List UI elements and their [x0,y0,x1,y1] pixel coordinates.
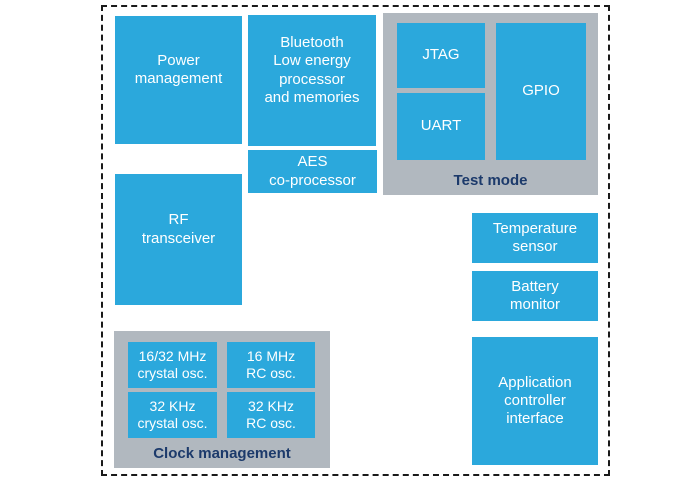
block-power-management-label: Power management [134,51,223,87]
block-rf-transceiver: RF transceiver [115,174,242,305]
group-test-mode-label: Test mode [453,172,528,189]
block-application-controller-interface-label: Application controller interface [498,373,572,428]
block-battery-monitor-label: Battery monitor [509,277,561,313]
group-clock-management-label: Clock management [153,445,291,462]
block-ble-processor-memories-label: Bluetooth Low energy processor and memor… [264,33,360,106]
block-32khz-rc-osc: 32 KHz RC osc. [227,392,315,438]
block-aes-coprocessor-label: AES co-processor [269,153,356,189]
block-temperature-sensor: Temperature sensor [472,213,598,263]
chip-boundary-frame [101,5,610,476]
block-jtag-label: JTAG [422,46,460,64]
block-battery-monitor: Battery monitor [472,271,598,321]
block-ble-processor-memories: Bluetooth Low energy processor and memor… [248,15,376,146]
block-rf-transceiver-label: RF transceiver [141,211,216,247]
block-16mhz-rc-osc-label: 16 MHz RC osc. [246,347,296,381]
block-gpio: GPIO [496,23,586,160]
block-gpio-label: GPIO [522,82,560,100]
block-power-management: Power management [115,16,242,144]
block-16-32mhz-crystal-osc-label: 16/32 MHz crystal osc. [137,347,208,381]
block-application-controller-interface: Application controller interface [472,337,598,465]
block-16mhz-rc-osc: 16 MHz RC osc. [227,342,315,388]
block-16-32mhz-crystal-osc: 16/32 MHz crystal osc. [128,342,217,388]
block-uart-label: UART [420,117,462,135]
block-jtag: JTAG [397,23,485,88]
group-clock-management: 16/32 MHz crystal osc. 16 MHz RC osc. 32… [114,331,330,468]
block-temperature-sensor-label: Temperature sensor [492,219,578,255]
block-uart: UART [397,93,485,160]
block-32khz-crystal-osc: 32 KHz crystal osc. [128,392,217,438]
group-test-mode: JTAG UART GPIO Test mode [383,13,598,195]
block-32khz-rc-osc-label: 32 KHz RC osc. [246,397,296,431]
block-aes-coprocessor: AES co-processor [248,150,377,193]
block-32khz-crystal-osc-label: 32 KHz crystal osc. [137,397,208,431]
